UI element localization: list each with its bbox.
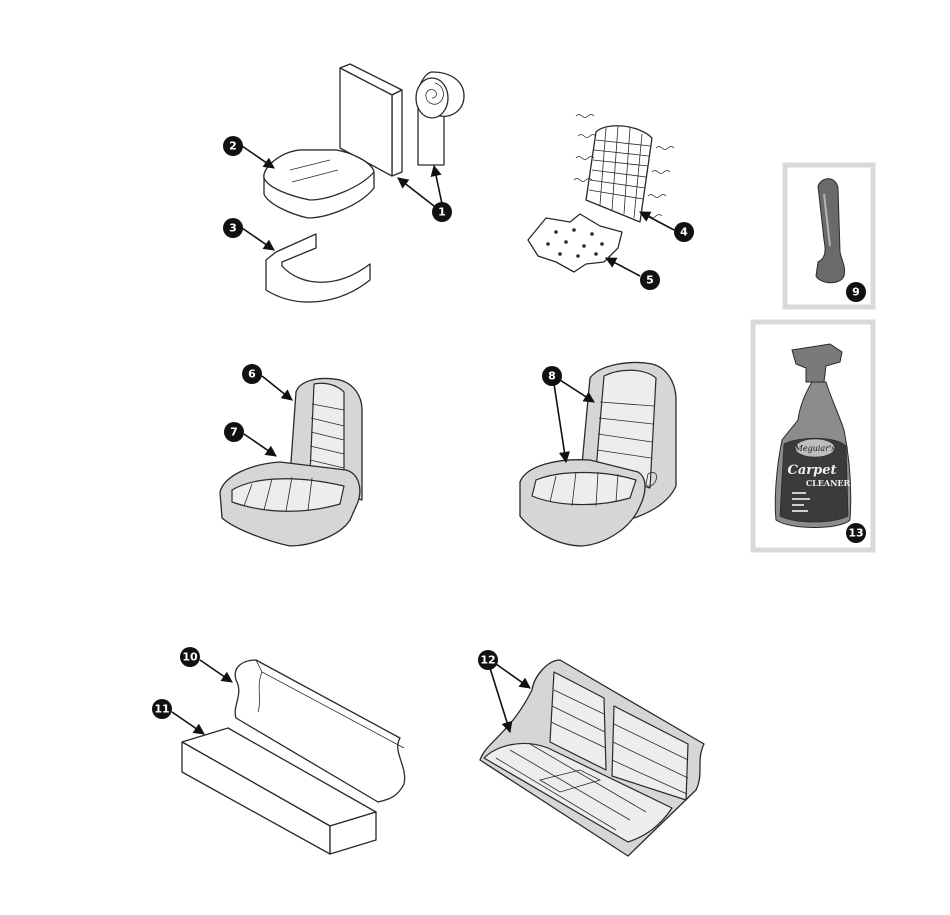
product-name-line1: Carpet [788, 463, 837, 478]
front-seat-cover-right [519, 361, 677, 547]
seat-diaphragm [527, 213, 623, 273]
callout-8: 8 [542, 366, 562, 386]
svg-text:8: 8 [548, 370, 556, 383]
callout-13: 13 [846, 523, 866, 543]
callout-6: 6 [242, 364, 262, 384]
svg-text:2: 2 [229, 140, 237, 153]
product-brand-label: Meguiar's [794, 444, 836, 453]
foam-roll [415, 71, 465, 166]
callout-3: 3 [223, 218, 243, 238]
rear-bench-cover [479, 659, 705, 857]
product-name-line2: CLEANER [806, 478, 851, 488]
svg-text:5: 5 [646, 274, 654, 287]
front-seat-cover-left [219, 377, 363, 547]
svg-text:7: 7 [230, 426, 238, 439]
backrest-foam-pad [339, 63, 403, 177]
svg-text:1: 1 [438, 206, 446, 219]
rear-backrest-foam [234, 659, 406, 803]
carpet-cleaner-bottle: Meguiar's Carpet CLEANER [774, 343, 852, 528]
seat-skirt-strip [265, 233, 371, 303]
tension-springs [573, 114, 675, 218]
rear-cushion-foam [181, 727, 377, 855]
seat-cushion-foam [263, 149, 375, 219]
svg-text:3: 3 [229, 222, 237, 235]
svg-text:13: 13 [848, 527, 863, 540]
callout-5: 5 [640, 270, 660, 290]
svg-text:6: 6 [248, 368, 256, 381]
callout-1: 1 [432, 202, 452, 222]
backrest-spring-frame [573, 114, 675, 223]
svg-text:11: 11 [154, 703, 169, 716]
callout-7: 7 [224, 422, 244, 442]
callout-2: 2 [223, 136, 243, 156]
callout-10: 10 [180, 647, 200, 667]
svg-text:12: 12 [480, 654, 495, 667]
callout-4: 4 [674, 222, 694, 242]
callout-9: 9 [846, 282, 866, 302]
svg-text:4: 4 [680, 226, 688, 239]
callout-11: 11 [152, 699, 172, 719]
trim-removal-tool [815, 178, 845, 284]
svg-text:10: 10 [182, 651, 198, 664]
svg-text:9: 9 [852, 286, 860, 299]
callout-12: 12 [478, 650, 498, 670]
leader-arrows [171, 145, 675, 735]
